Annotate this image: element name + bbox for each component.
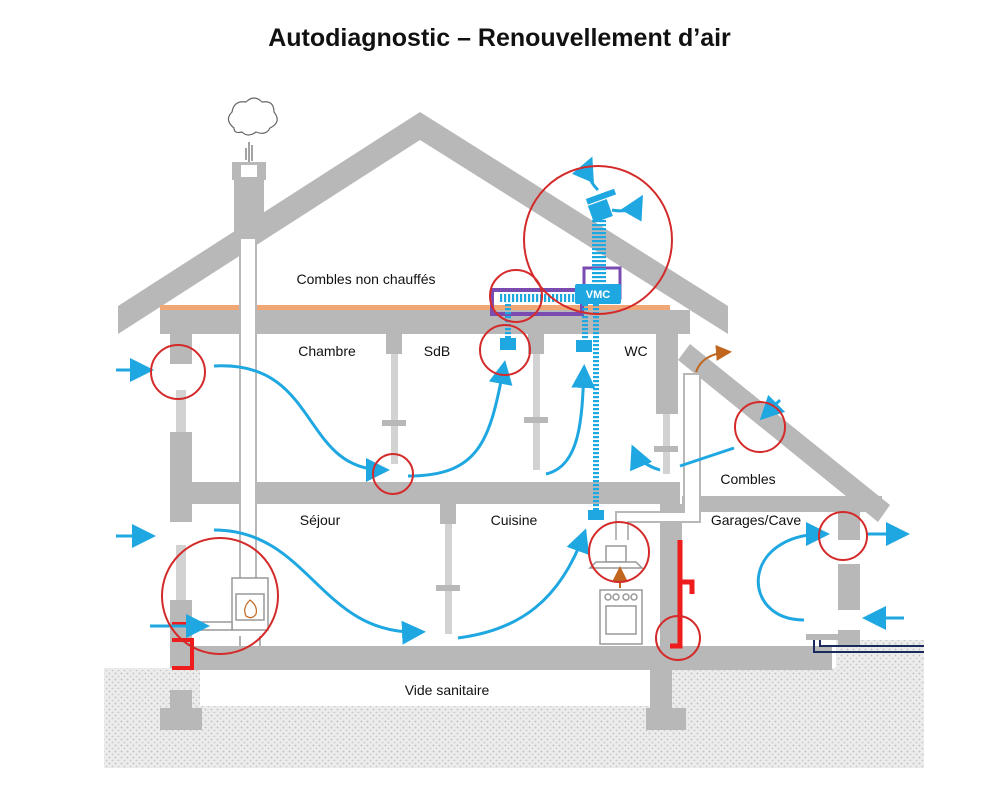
- label-crawlspace: Vide sanitaire: [405, 682, 490, 698]
- water-pipe: [670, 540, 695, 649]
- flame-icon: [244, 599, 257, 619]
- label-bathroom: SdB: [424, 343, 450, 359]
- label-small-attic: Combles: [720, 471, 775, 487]
- vmc-label: VMC: [586, 289, 611, 301]
- hot-air-exhaust-arrow: [695, 344, 732, 373]
- inspection-circles: [150, 165, 868, 661]
- ground: [104, 640, 924, 768]
- attic-insulation: [160, 305, 670, 310]
- label-kitchen: Cuisine: [491, 512, 538, 528]
- house-structure: [118, 112, 890, 730]
- airflow-arrows: [116, 156, 910, 645]
- flue-pipe: [239, 237, 257, 581]
- range-hood-icon: [588, 545, 644, 569]
- label-garage: Garages/Cave: [711, 512, 801, 528]
- label-attic: Combles non chauffés: [296, 271, 435, 287]
- diagram-title: Autodiagnostic – Renouvellement d’air: [268, 24, 731, 52]
- stove-icon: [599, 589, 643, 645]
- vmc-unit-icon: [575, 284, 621, 304]
- label-bedroom: Chambre: [298, 343, 356, 359]
- smoke-cloud-icon: [227, 97, 278, 162]
- label-living: Séjour: [300, 512, 341, 528]
- vmc-duct-system: VMC: [490, 188, 622, 520]
- drain-pipe: [813, 640, 924, 653]
- fireplace-icon: [189, 577, 269, 646]
- label-wc: WC: [624, 343, 647, 359]
